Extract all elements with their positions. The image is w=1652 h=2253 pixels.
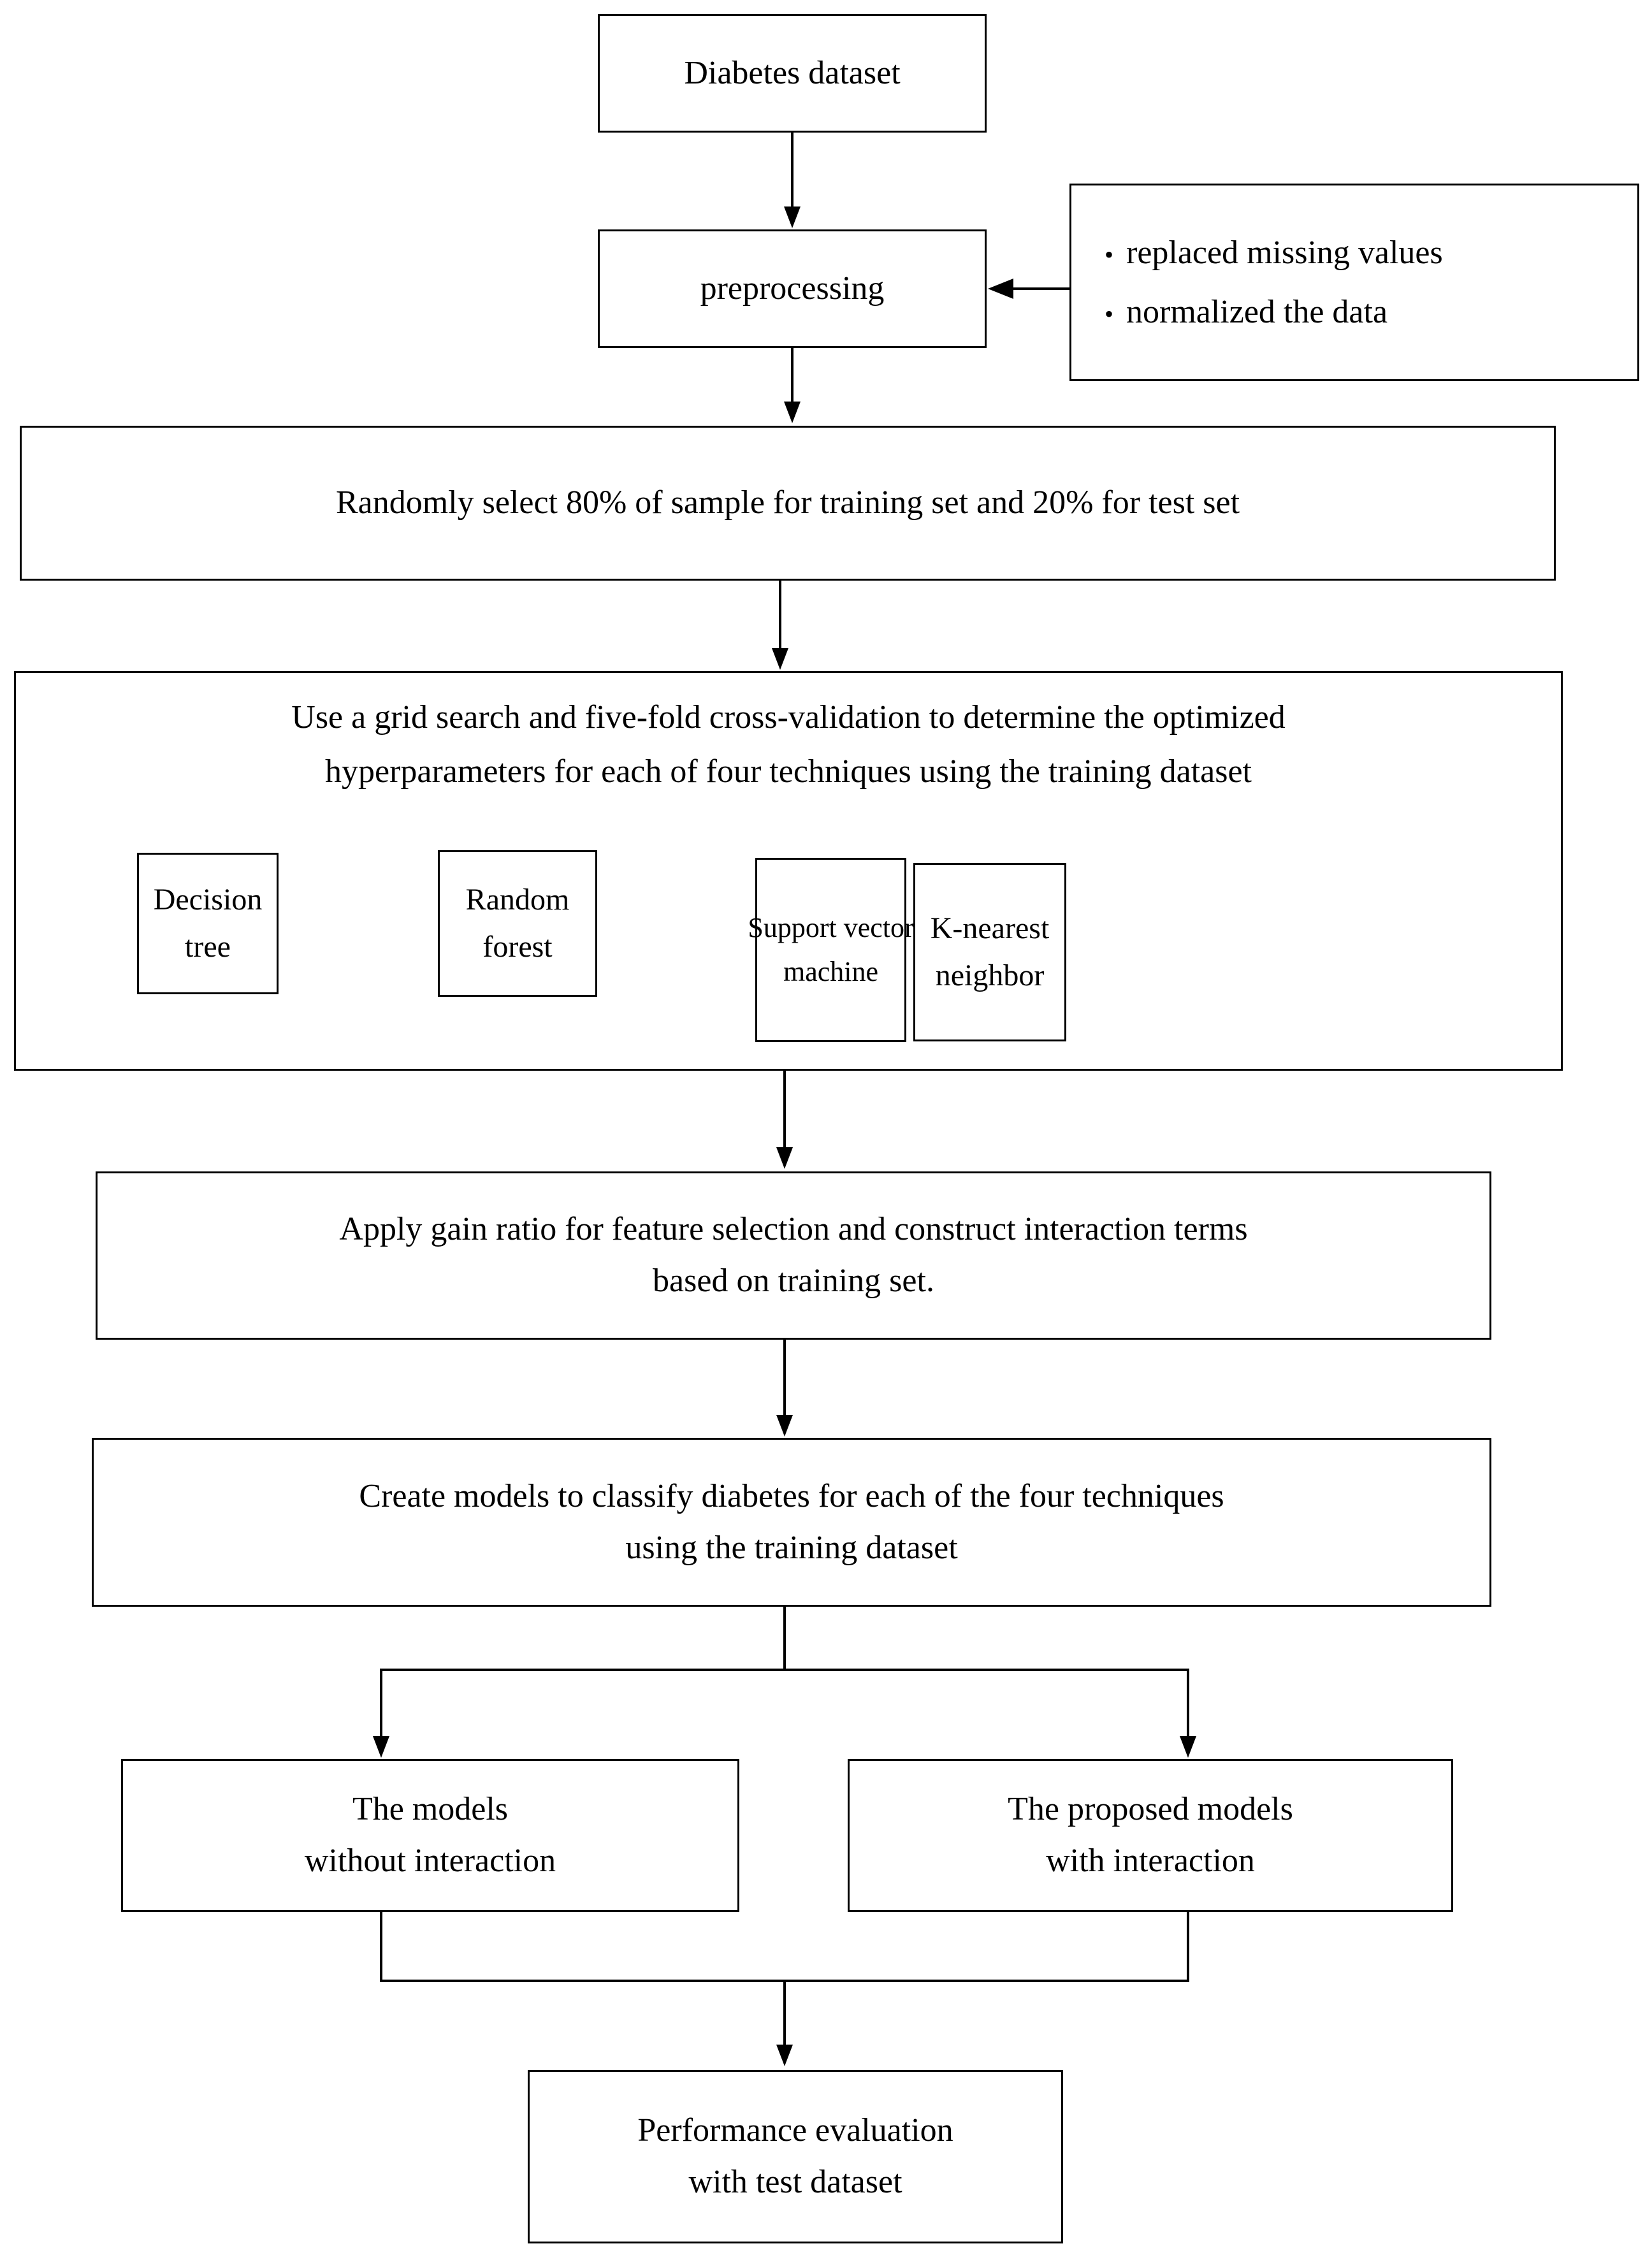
connector-notes-to-preprocessing <box>1013 287 1071 290</box>
node-train-test-split-label: Randomly select 80% of sample for traini… <box>335 484 1240 521</box>
node-models-without-interaction-line2: without interaction <box>304 1843 556 1879</box>
node-create-models-line2: using the training dataset <box>625 1529 958 1566</box>
connector-dataset-to-preprocessing <box>791 133 793 208</box>
list-item: • replaced missing values <box>1105 232 1637 273</box>
arrowhead-tuning-to-feature-selection <box>776 1147 793 1169</box>
list-item: • normalized the data <box>1105 291 1637 333</box>
connector-merge-stem <box>783 1980 786 2046</box>
connector-branch-right <box>1187 1669 1189 1737</box>
arrowhead-dataset-to-preprocessing <box>784 206 801 228</box>
node-create-models-line1: Create models to classify diabetes for e… <box>359 1477 1224 1514</box>
bullet-icon: • <box>1105 240 1114 269</box>
node-technique-decision-tree-line2: tree <box>185 930 231 964</box>
node-models-with-interaction-line1: The proposed models <box>1008 1791 1293 1828</box>
node-technique-k-nearest-neighbor[interactable]: K-nearest neighbor <box>913 863 1066 1041</box>
arrowhead-split-to-tuning <box>772 648 788 670</box>
node-hyperparameter-tuning[interactable]: Use a grid search and five-fold cross-va… <box>14 671 1563 1071</box>
node-technique-random-forest-line1: Random <box>465 882 570 916</box>
node-train-test-split[interactable]: Randomly select 80% of sample for traini… <box>20 426 1556 581</box>
arrowhead-preprocessing-to-split <box>784 402 801 423</box>
connector-merge-right <box>1187 1912 1189 1982</box>
node-hyperparameter-tuning-line2: hyperparameters for each of four techniq… <box>325 753 1252 790</box>
node-feature-selection-line1: Apply gain ratio for feature selection a… <box>339 1211 1248 1248</box>
node-technique-random-forest-line2: forest <box>482 930 553 964</box>
node-models-without-interaction[interactable]: The models without interaction <box>121 1759 739 1912</box>
connector-merge-left <box>380 1912 382 1982</box>
node-technique-random-forest[interactable]: Random forest <box>438 850 597 997</box>
bullet-icon: • <box>1105 300 1114 328</box>
node-performance-evaluation-line1: Performance evaluation <box>637 2112 953 2149</box>
arrowhead-branch-right <box>1180 1736 1196 1758</box>
node-feature-selection-line2: based on training set. <box>653 1263 934 1299</box>
node-technique-decision-tree-line1: Decision <box>153 882 263 916</box>
node-technique-support-vector-machine-line1: Support vector <box>748 912 914 944</box>
arrowhead-branch-left <box>373 1736 389 1758</box>
connector-branch-left <box>380 1669 382 1737</box>
list-item-label: replaced missing values <box>1126 235 1443 271</box>
node-preprocessing-notes[interactable]: • replaced missing values • normalized t… <box>1069 184 1639 381</box>
node-preprocessing-label: preprocessing <box>700 270 885 307</box>
node-technique-support-vector-machine[interactable]: Support vector machine <box>748 858 914 1042</box>
arrowhead-notes-to-preprocessing <box>988 279 1013 299</box>
connector-preprocessing-to-split <box>791 348 793 403</box>
node-performance-evaluation[interactable]: Performance evaluation with test dataset <box>528 2070 1063 2243</box>
node-models-with-interaction[interactable]: The proposed models with interaction <box>848 1759 1453 1912</box>
node-technique-support-vector-machine-line2: machine <box>783 955 879 987</box>
node-diabetes-dataset[interactable]: Diabetes dataset <box>598 14 987 133</box>
node-models-with-interaction-line2: with interaction <box>1046 1843 1255 1879</box>
node-technique-decision-tree[interactable]: Decision tree <box>137 853 279 994</box>
connector-split-to-tuning <box>779 581 781 649</box>
node-models-without-interaction-line1: The models <box>352 1791 509 1828</box>
connector-branch-bar <box>380 1669 1189 1671</box>
node-diabetes-dataset-label: Diabetes dataset <box>684 54 901 91</box>
connector-feature-selection-to-create-models <box>783 1340 786 1416</box>
connector-tuning-to-feature-selection <box>783 1071 786 1148</box>
list-item-label: normalized the data <box>1126 294 1388 330</box>
node-technique-k-nearest-neighbor-line2: neighbor <box>935 959 1045 992</box>
node-performance-evaluation-line2: with test dataset <box>688 2164 902 2200</box>
arrowhead-feature-selection-to-create-models <box>776 1415 793 1437</box>
connector-create-models-stem <box>783 1607 786 1670</box>
node-feature-selection[interactable]: Apply gain ratio for feature selection a… <box>96 1171 1491 1340</box>
node-preprocessing[interactable]: preprocessing <box>598 229 987 348</box>
node-hyperparameter-tuning-line1: Use a grid search and five-fold cross-va… <box>291 699 1286 735</box>
arrowhead-merge-to-evaluation <box>776 2045 793 2066</box>
node-create-models[interactable]: Create models to classify diabetes for e… <box>92 1438 1491 1607</box>
node-technique-k-nearest-neighbor-line1: K-nearest <box>930 911 1050 945</box>
